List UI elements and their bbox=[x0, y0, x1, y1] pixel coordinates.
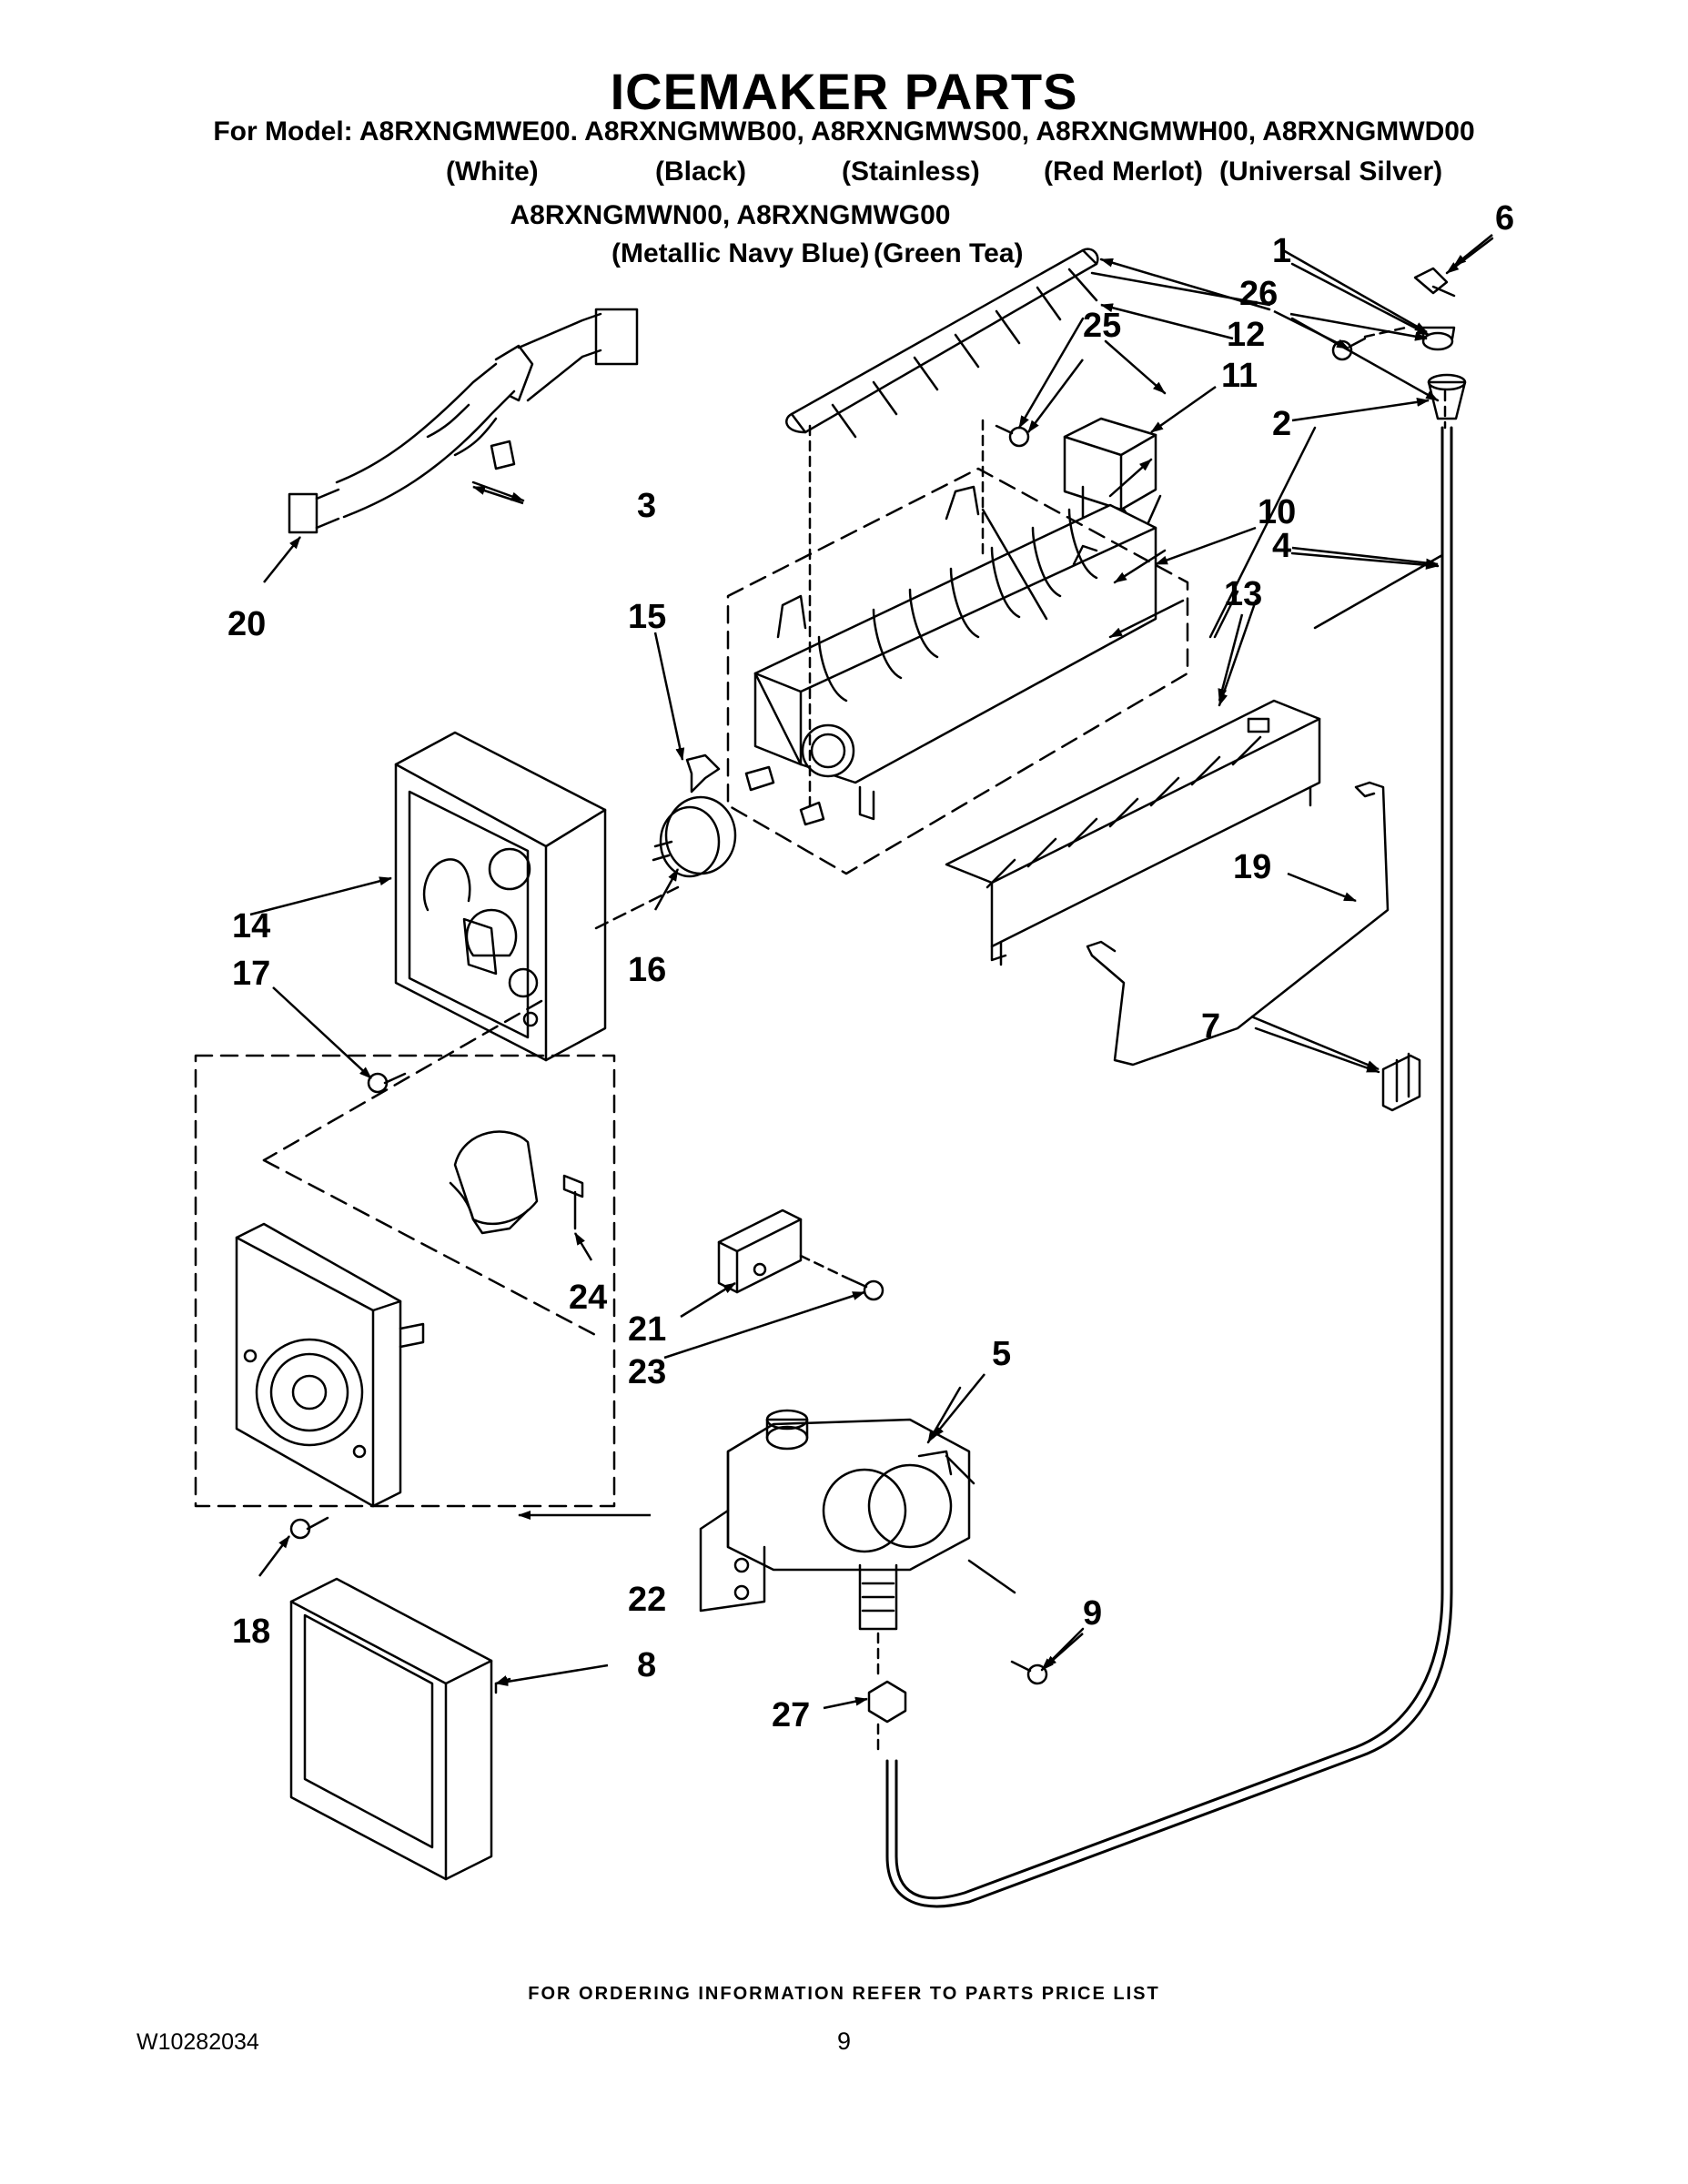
callout-3: 3 bbox=[637, 487, 656, 525]
water-valve bbox=[699, 1409, 975, 1631]
callout-9: 9 bbox=[1083, 1594, 1102, 1633]
callout-12: 12 bbox=[1227, 316, 1265, 354]
bracket bbox=[717, 1208, 803, 1294]
callout-16: 16 bbox=[628, 951, 666, 989]
color-stainless: (Stainless) bbox=[842, 157, 980, 187]
tube-fitting bbox=[1427, 373, 1467, 420]
module-housing bbox=[394, 731, 607, 1062]
fill-tube bbox=[885, 426, 1453, 1908]
screw-9 bbox=[1010, 1660, 1048, 1685]
mold-assembly-dashed-outline bbox=[726, 467, 1189, 875]
callout-7: 7 bbox=[1201, 1007, 1220, 1046]
callout-27: 27 bbox=[772, 1696, 810, 1734]
ejector-rake bbox=[785, 248, 1099, 439]
callout-14: 14 bbox=[232, 907, 270, 945]
icemaker-mold bbox=[744, 485, 1157, 826]
thermostat bbox=[652, 795, 737, 878]
callout-4: 4 bbox=[1272, 527, 1291, 565]
color-red-merlot: (Red Merlot) bbox=[1044, 157, 1203, 187]
callout-2: 2 bbox=[1272, 405, 1291, 443]
callout-1: 1 bbox=[1272, 232, 1291, 270]
callout-11: 11 bbox=[1221, 357, 1258, 395]
callout-5: 5 bbox=[992, 1335, 1011, 1373]
callout-17: 17 bbox=[232, 955, 270, 993]
callout-18: 18 bbox=[232, 1613, 270, 1651]
screw-18 bbox=[289, 1516, 329, 1540]
drive-motor bbox=[449, 1130, 539, 1235]
model-list-line-2: A8RXNGMWN00, A8RXNGMWG00 bbox=[510, 200, 951, 230]
screw-25 bbox=[995, 424, 1030, 448]
callout-23: 23 bbox=[628, 1353, 666, 1391]
color-universal-silver: (Universal Silver) bbox=[1219, 157, 1443, 187]
wire-harness bbox=[288, 308, 639, 534]
model-list-line-1: For Model: A8RXNGMWE00. A8RXNGMWB00, A8R… bbox=[213, 116, 1475, 147]
stripper bbox=[945, 699, 1321, 966]
control-module bbox=[235, 1222, 425, 1508]
callout-6: 6 bbox=[1495, 199, 1514, 238]
color-metallic-navy-blue: (Metallic Navy Blue) bbox=[612, 238, 870, 268]
callout-25: 25 bbox=[1083, 307, 1121, 345]
callout-21: 21 bbox=[628, 1310, 666, 1349]
control-module-dashed-outline bbox=[194, 1054, 616, 1508]
screw-6 bbox=[1413, 267, 1456, 298]
page-title: ICEMAKER PARTS bbox=[610, 63, 1078, 120]
nut bbox=[867, 1680, 907, 1724]
callout-24: 24 bbox=[569, 1279, 607, 1317]
callout-22: 22 bbox=[628, 1581, 666, 1619]
color-black: (Black) bbox=[655, 157, 747, 187]
color-green-tea: (Green Tea) bbox=[874, 238, 1024, 268]
callout-leaders bbox=[249, 234, 1493, 1710]
shutoff-arm bbox=[1086, 781, 1390, 1067]
callout-10: 10 bbox=[1258, 493, 1296, 531]
clip bbox=[1381, 1052, 1421, 1112]
module-cover bbox=[289, 1577, 493, 1881]
screw-17 bbox=[367, 1072, 407, 1094]
page-number: 9 bbox=[836, 2027, 852, 2055]
screw-23 bbox=[844, 1276, 884, 1301]
callout-8: 8 bbox=[637, 1646, 656, 1684]
small-clip bbox=[685, 753, 721, 794]
callout-15: 15 bbox=[628, 598, 666, 636]
ordering-note: FOR ORDERING INFORMATION REFER TO PARTS … bbox=[528, 1984, 1160, 2004]
callout-19: 19 bbox=[1233, 848, 1271, 886]
callout-26: 26 bbox=[1239, 275, 1278, 313]
callout-13: 13 bbox=[1224, 575, 1262, 613]
screw-24 bbox=[562, 1174, 584, 1230]
color-white: (White) bbox=[446, 157, 539, 187]
callout-20: 20 bbox=[227, 605, 266, 643]
document-number: W10282034 bbox=[136, 2029, 259, 2055]
